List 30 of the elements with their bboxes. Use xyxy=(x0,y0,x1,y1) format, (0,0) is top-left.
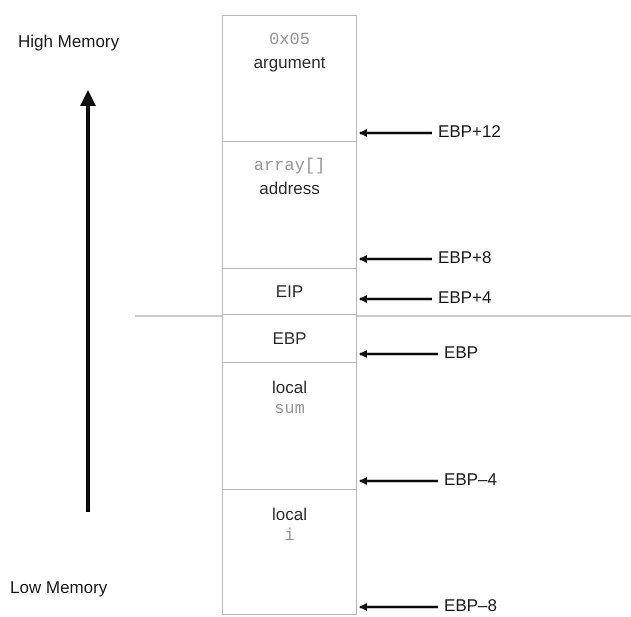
offset-label: EBP+12 xyxy=(438,122,501,142)
memory-cell xyxy=(222,314,357,363)
arrow xyxy=(359,477,438,485)
arrow xyxy=(359,129,432,137)
arrow xyxy=(359,255,432,263)
memory-label: Low Memory xyxy=(10,578,108,598)
offset-label: EBP+8 xyxy=(438,248,492,268)
memory-label: High Memory xyxy=(18,32,120,52)
memory-cell xyxy=(222,489,357,615)
offset-label: EBP xyxy=(444,343,478,363)
memory-cell xyxy=(222,268,357,315)
arrow xyxy=(359,603,438,611)
cell-text: argument xyxy=(254,52,326,74)
offset-label: EBP+4 xyxy=(438,288,492,308)
offset-label: EBP–4 xyxy=(444,470,497,490)
offset-label: EBP–8 xyxy=(444,596,497,616)
cell-text: 0x05 xyxy=(269,30,310,52)
memory-cell xyxy=(222,362,357,490)
cell-text: EBP xyxy=(272,328,307,350)
cell-text: sum xyxy=(274,399,305,421)
memory-cell xyxy=(222,15,357,142)
arrow xyxy=(359,295,432,303)
cell-text: address xyxy=(259,178,320,200)
arrow xyxy=(359,350,438,358)
cell-text: array[] xyxy=(254,156,326,178)
memory-cell xyxy=(222,141,357,269)
cell-text: EIP xyxy=(276,280,304,302)
cell-text: local xyxy=(272,504,307,526)
cell-text: i xyxy=(284,526,295,548)
cell-text: local xyxy=(272,377,307,399)
